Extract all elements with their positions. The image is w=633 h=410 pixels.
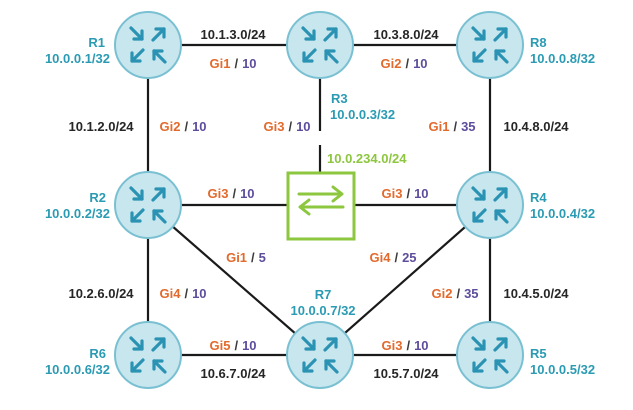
network-labels: 10.1.3.0/24 10.3.8.0/24 10.1.2.0/24 10.4… xyxy=(68,27,569,381)
router-labels: R1 10.0.0.1/32 R3 10.0.0.3/32 R8 10.0.0.… xyxy=(45,35,595,377)
network-label: 10.2.6.0/24 xyxy=(68,286,134,301)
router-icon xyxy=(455,320,525,390)
router-r1 xyxy=(113,10,183,80)
router-icon xyxy=(285,10,355,80)
router-name: R4 xyxy=(530,190,547,205)
link-r4-r7 xyxy=(319,204,491,356)
router-r4 xyxy=(455,170,525,240)
interface-label: Gi1/5 xyxy=(226,250,266,265)
interface-labels: Gi1/10 Gi2/10 Gi2/10 Gi3/10 Gi1/35 Gi3/1… xyxy=(159,56,478,353)
router-address: 10.0.0.3/32 xyxy=(330,107,395,122)
router-r5 xyxy=(455,320,525,390)
interface-label: Gi3/10 xyxy=(381,338,428,353)
switch-icon xyxy=(286,171,356,241)
router-icon xyxy=(455,10,525,80)
router-name: R8 xyxy=(530,35,547,50)
interface-label: Gi2/10 xyxy=(159,119,206,134)
network-label: 10.6.7.0/24 xyxy=(200,366,266,381)
interface-label: Gi3/10 xyxy=(381,186,428,201)
link-r2-r7 xyxy=(147,204,321,356)
router-icon xyxy=(113,320,183,390)
router-r3 xyxy=(285,10,355,80)
interface-label: Gi4/25 xyxy=(369,250,416,265)
network-label: 10.1.2.0/24 xyxy=(68,119,134,134)
router-address: 10.0.0.6/32 xyxy=(45,362,110,377)
router-name: R1 xyxy=(88,35,105,50)
router-name: R2 xyxy=(89,190,106,205)
switch-network-label: 10.0.234.0/24 xyxy=(327,151,407,166)
router-address: 10.0.0.8/32 xyxy=(530,51,595,66)
network-label: 10.1.3.0/24 xyxy=(200,27,266,42)
router-name: R6 xyxy=(89,346,106,361)
router-icon xyxy=(285,320,355,390)
router-name: R3 xyxy=(331,91,348,106)
interface-label: Gi1/10 xyxy=(209,56,256,71)
router-r2 xyxy=(113,170,183,240)
router-address: 10.0.0.2/32 xyxy=(45,206,110,221)
router-name: R7 xyxy=(315,287,332,302)
network-label: 10.5.7.0/24 xyxy=(373,366,439,381)
router-icon xyxy=(455,170,525,240)
router-address: 10.0.0.1/32 xyxy=(45,51,110,66)
router-address: 10.0.0.4/32 xyxy=(530,206,595,221)
router-r8 xyxy=(455,10,525,80)
router-icon xyxy=(113,170,183,240)
router-r7 xyxy=(285,320,355,390)
network-label: 10.4.5.0/24 xyxy=(503,286,569,301)
interface-label: Gi2/35 xyxy=(431,286,478,301)
interface-label: Gi1/35 xyxy=(428,119,475,134)
network-label: 10.4.8.0/24 xyxy=(503,119,569,134)
interface-label: Gi5/10 xyxy=(209,338,256,353)
router-r6 xyxy=(113,320,183,390)
interface-label: Gi2/10 xyxy=(380,56,427,71)
interface-label: Gi3/10 xyxy=(263,119,310,134)
router-address: 10.0.0.5/32 xyxy=(530,362,595,377)
network-label: 10.3.8.0/24 xyxy=(373,27,439,42)
router-address: 10.0.0.7/32 xyxy=(290,303,355,318)
interface-label: Gi3/10 xyxy=(207,186,254,201)
interface-label: Gi4/10 xyxy=(159,286,206,301)
router-name: R5 xyxy=(530,346,547,361)
router-icon xyxy=(113,10,183,80)
